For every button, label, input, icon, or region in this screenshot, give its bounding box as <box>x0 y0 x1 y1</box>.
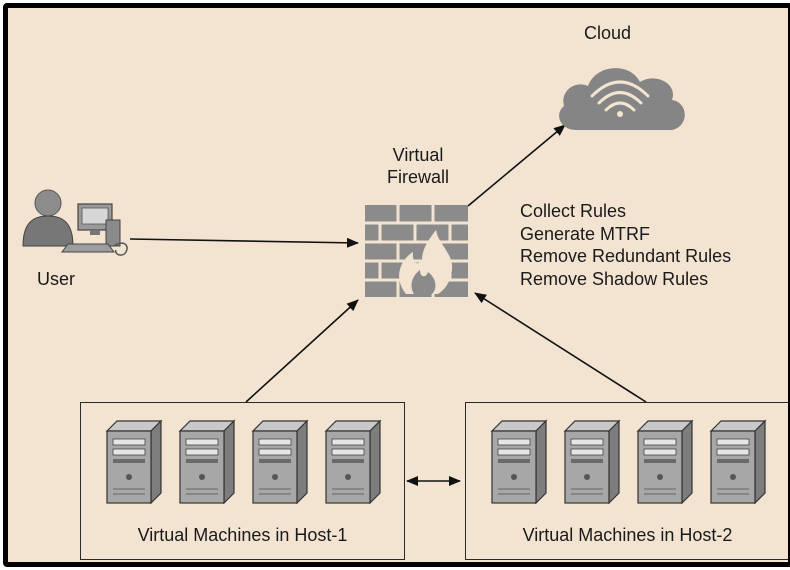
server-tower-icon <box>632 419 698 504</box>
diagram-canvas: Cloud Virtual Firewall User Collect Rule… <box>8 8 788 562</box>
server-tower-icon <box>174 419 240 504</box>
firewall-step: Remove Shadow Rules <box>520 268 709 289</box>
host-1-label: Virtual Machines in Host-1 <box>137 525 348 545</box>
arrow-host2-to-firewall <box>474 292 647 403</box>
firewall-label-line1: Virtual <box>392 145 444 165</box>
user-label: User <box>37 269 76 289</box>
firewall-label: Virtual Firewall <box>378 144 458 188</box>
arrow-host1-to-firewall <box>245 299 359 403</box>
server-tower-icon <box>101 419 167 504</box>
arrow-firewall-to-cloud <box>467 124 566 207</box>
server-tower-icon <box>320 419 386 504</box>
firewall-step: Remove Redundant Rules <box>520 246 732 266</box>
firewall-brick-icon <box>365 205 468 297</box>
firewall-step: Collect Rules <box>520 201 627 221</box>
cloud-label: Cloud <box>584 23 632 43</box>
server-tower-icon <box>247 419 313 504</box>
firewall-steps-list: Collect Rules Generate MTRF Remove Redun… <box>520 200 731 290</box>
host-2-label: Virtual Machines in Host-2 <box>522 525 733 545</box>
host-1-box: Virtual Machines in Host-1 <box>80 402 405 560</box>
server-tower-icon <box>705 419 771 504</box>
user-computer-icon <box>22 189 128 256</box>
cloud-wifi-icon <box>559 68 685 130</box>
server-tower-icon <box>486 419 552 504</box>
host-2-box: Virtual Machines in Host-2 <box>465 402 788 560</box>
firewall-step: Generate MTRF <box>520 223 651 244</box>
connector-layer <box>22 68 685 486</box>
server-tower-icon <box>559 419 625 504</box>
arrow-user-to-firewall <box>129 237 359 248</box>
firewall-label-line2: Firewall <box>386 167 449 187</box>
diagram-frame: Cloud Virtual Firewall User Collect Rule… <box>3 3 790 567</box>
